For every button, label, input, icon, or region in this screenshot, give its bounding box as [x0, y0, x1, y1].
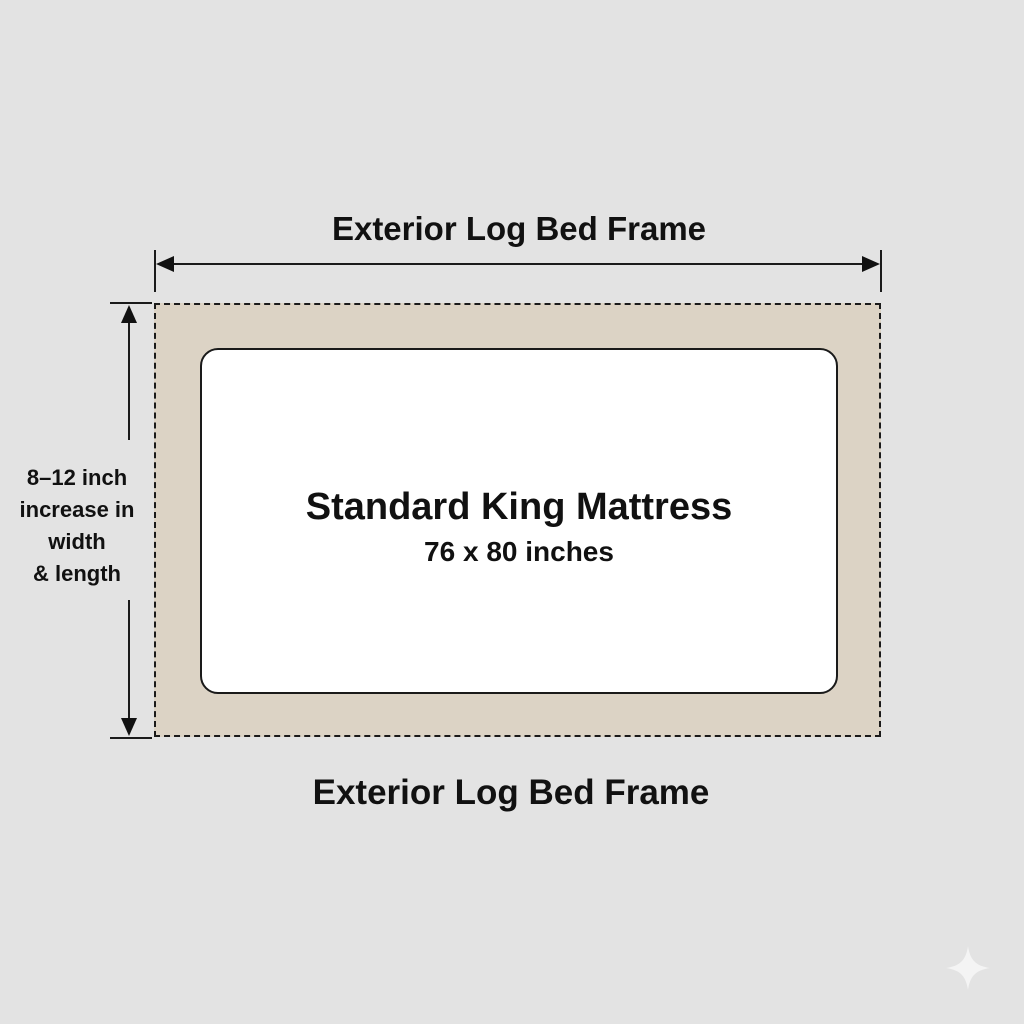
mattress-title: Standard King Mattress	[305, 486, 733, 528]
arrow-right-icon	[862, 256, 880, 272]
sparkle-icon	[946, 946, 990, 990]
increase-label-line2: increase in	[19, 497, 135, 522]
increase-label: 8–12 inch increase in width & length	[0, 462, 154, 590]
bottom-frame-label: Exterior Log Bed Frame	[312, 773, 710, 812]
increase-label-line1: 8–12 inch	[26, 465, 128, 490]
arrow-up-icon	[121, 305, 137, 323]
arrow-down-icon	[121, 718, 137, 736]
increase-label-line4: & length	[33, 561, 121, 586]
arrow-left-icon	[156, 256, 174, 272]
top-frame-label: Exterior Log Bed Frame	[331, 210, 707, 247]
mattress-box: Standard King Mattress 76 x 80 inches	[200, 348, 838, 694]
increase-label-line3: width	[48, 529, 106, 554]
mattress-dimensions: 76 x 80 inches	[424, 536, 614, 567]
